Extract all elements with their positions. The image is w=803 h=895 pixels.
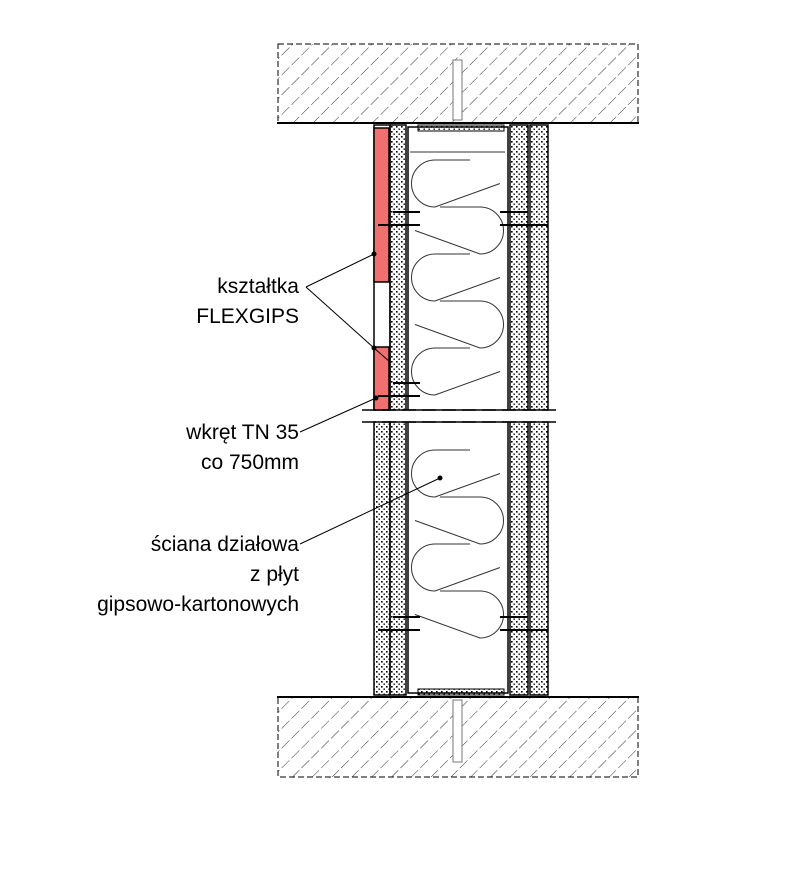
label-flexgips: kształtka FLEXGIPS [196, 272, 299, 332]
label-wall-line3: gipsowo-kartonowych [97, 593, 299, 616]
label-flexgips-line2: FLEXGIPS [196, 305, 299, 328]
label-wall-line1: ściana działowa [150, 533, 299, 556]
screws [378, 211, 548, 631]
label-wall-line2: z płyt [249, 563, 299, 586]
leader-lines [299, 251, 443, 545]
label-screw-line2: co 750mm [200, 451, 299, 474]
break-lines [362, 409, 556, 423]
insulation-loop [411, 449, 504, 639]
label-screw: wkręt TN 35 co 750mm [186, 418, 299, 478]
wall-lower [373, 421, 549, 696]
label-wall: ściana działowa z płyt gipsowo-kartonowy… [97, 530, 299, 620]
mineral-wool-insulation [410, 151, 505, 639]
label-screw-line1: wkręt TN 35 [186, 421, 299, 444]
insulation-loop [411, 159, 504, 396]
wall-upper [373, 124, 549, 411]
flexgips-shape [373, 127, 390, 411]
label-flexgips-line1: kształtka [217, 275, 299, 298]
